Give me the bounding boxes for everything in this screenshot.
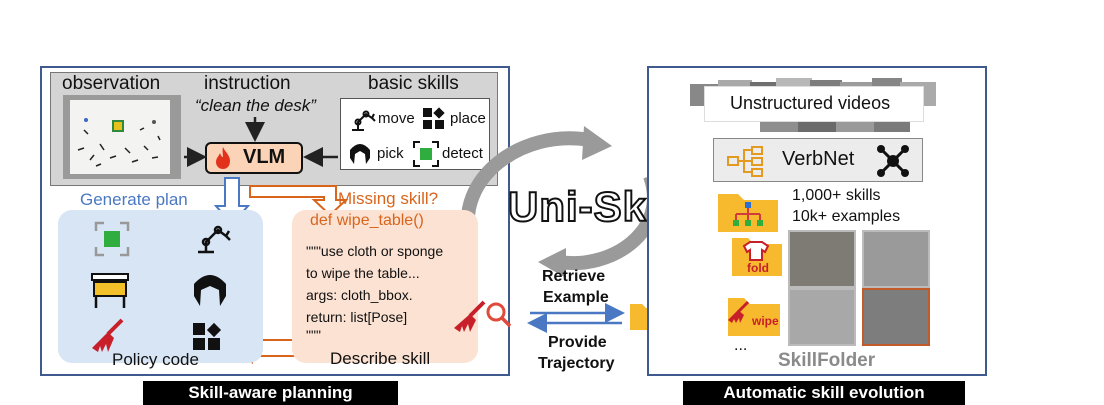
robot-arm-icon bbox=[352, 110, 376, 131]
hierarchy-icon bbox=[727, 146, 763, 177]
code-line-1: """use cloth or sponge bbox=[306, 243, 444, 259]
plan-wipe-broom-icon bbox=[92, 318, 124, 352]
skillfolder-label: SkillFolder bbox=[778, 350, 876, 371]
skill-pick-label: pick bbox=[377, 145, 404, 162]
code-line-4: return: list[Pose] bbox=[306, 309, 408, 325]
wipe-example-photo-2 bbox=[862, 288, 930, 346]
skill-aware-planning-banner: Skill-aware planning bbox=[143, 381, 398, 405]
retrieve-label: Retrieve bbox=[542, 268, 606, 285]
gripper-icon bbox=[350, 144, 370, 164]
example-label: Example bbox=[543, 289, 609, 306]
detect-cube-icon bbox=[413, 141, 439, 167]
trajectory-label: Trajectory bbox=[538, 355, 615, 372]
vlm-label: VLM bbox=[243, 146, 286, 168]
fold-example-photo-2 bbox=[862, 230, 930, 288]
skill-detect-label: detect bbox=[442, 145, 483, 162]
provide-label: Provide bbox=[548, 334, 607, 351]
automatic-skill-evolution-banner: Automatic skill evolution bbox=[683, 381, 965, 405]
desk-debris-icon bbox=[77, 118, 161, 167]
wipe-label: wipe bbox=[752, 314, 779, 328]
code-wipe-broom-icon bbox=[454, 300, 486, 332]
wipe-example-photo-1 bbox=[788, 288, 856, 346]
code-box bbox=[292, 210, 478, 363]
fold-example-photo-1 bbox=[788, 230, 856, 288]
plan-detect-icon bbox=[94, 221, 130, 257]
fire-icon bbox=[216, 147, 230, 169]
missing-skill-label: Missing skill? bbox=[338, 189, 439, 208]
fold-label: fold bbox=[747, 261, 769, 275]
fold-folder-icon bbox=[732, 238, 782, 276]
plan-move-icon bbox=[198, 225, 231, 254]
plan-box bbox=[58, 210, 263, 363]
describe-skill-label: Describe skill bbox=[330, 349, 431, 368]
code-line-5: """ bbox=[306, 327, 321, 343]
skill-move-label: move bbox=[378, 110, 415, 127]
basic-skills-label: basic skills bbox=[368, 73, 459, 94]
skills-count-label: 1,000+ skills bbox=[792, 187, 881, 204]
place-grid-icon bbox=[423, 107, 445, 129]
videos-label-box bbox=[704, 86, 924, 122]
code-title: def wipe_table() bbox=[310, 212, 424, 229]
basic-skills-box bbox=[340, 98, 490, 170]
code-line-3: args: cloth_bbox. bbox=[306, 287, 413, 303]
observation-desk bbox=[70, 100, 170, 174]
unstructured-videos-label: Unstructured videos bbox=[730, 93, 891, 113]
instruction-text: “clean the desk” bbox=[195, 96, 316, 115]
skill-folder-icon bbox=[718, 194, 778, 232]
code-line-2: to wipe the table... bbox=[306, 265, 420, 281]
verbnet-label: VerbNet bbox=[782, 148, 855, 170]
wipe-folder-icon bbox=[728, 298, 780, 336]
generate-plan-label: Generate plan bbox=[80, 190, 188, 209]
network-graph-icon bbox=[877, 145, 909, 177]
policy-code-label: Policy code bbox=[112, 350, 199, 369]
plan-place-icon bbox=[193, 322, 222, 350]
search-icon bbox=[486, 302, 512, 328]
plan-pick-icon bbox=[194, 275, 226, 306]
more-skills-ellipsis: ... bbox=[734, 337, 748, 354]
plan-table-icon bbox=[91, 273, 129, 308]
observation-label: observation bbox=[62, 73, 161, 94]
examples-count-label: 10k+ examples bbox=[792, 208, 901, 225]
instruction-label: instruction bbox=[204, 73, 291, 94]
skill-place-label: place bbox=[450, 110, 486, 127]
